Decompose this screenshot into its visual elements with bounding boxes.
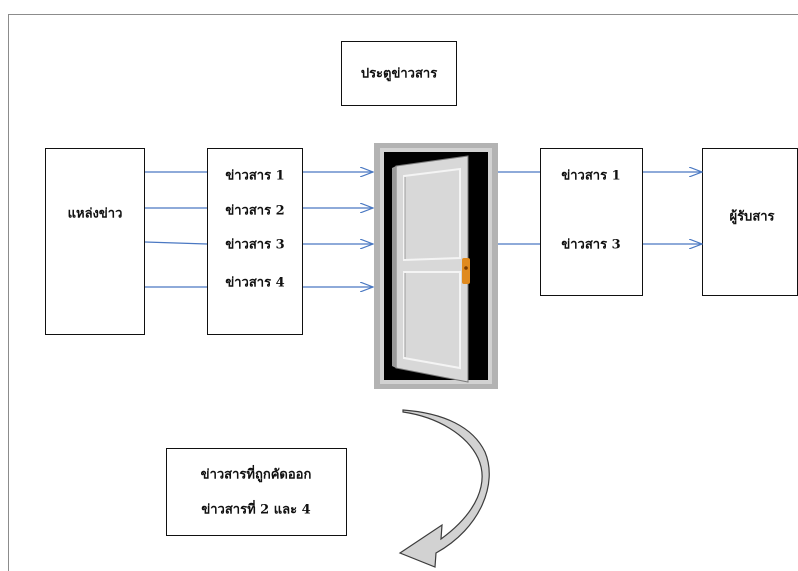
source-box: [45, 148, 145, 335]
message-label-4: ข่าวสาร 4: [225, 275, 285, 291]
filtered-label-line2: ข่าวสารที่ 2 และ 4: [201, 502, 311, 518]
passed-label-1: ข่าวสาร 1: [561, 168, 621, 184]
message-label-3: ข่าวสาร 3: [225, 237, 285, 253]
frame-top-border: [8, 14, 798, 15]
door-icon: [374, 143, 498, 389]
door-knob-icon: [462, 258, 470, 284]
diagram-title: ประตูข่าวสาร: [360, 66, 438, 82]
message-label-1: ข่าวสาร 1: [225, 168, 285, 184]
frame-left-border: [8, 14, 9, 571]
receiver-label: ผู้รับสาร: [729, 209, 775, 225]
passed-messages-box: [540, 148, 643, 296]
messages-to-door-arrows: [303, 172, 373, 287]
filtered-messages-box: [166, 448, 347, 536]
source-to-messages-lines: [144, 171, 208, 288]
title-box: [341, 41, 457, 106]
message-label-2: ข่าวสาร 2: [225, 203, 285, 219]
curved-filter-arrow-icon: [398, 409, 490, 568]
passed-to-receiver-arrows: [643, 172, 702, 244]
source-label: แหล่งข่าว: [67, 206, 123, 222]
source-line-3: [144, 241, 208, 245]
door-to-passed-lines: [497, 171, 540, 245]
messages-box: [207, 148, 303, 335]
passed-label-2: ข่าวสาร 3: [561, 237, 621, 253]
filtered-label-line1: ข่าวสารที่ถูกคัดออก: [200, 467, 312, 483]
